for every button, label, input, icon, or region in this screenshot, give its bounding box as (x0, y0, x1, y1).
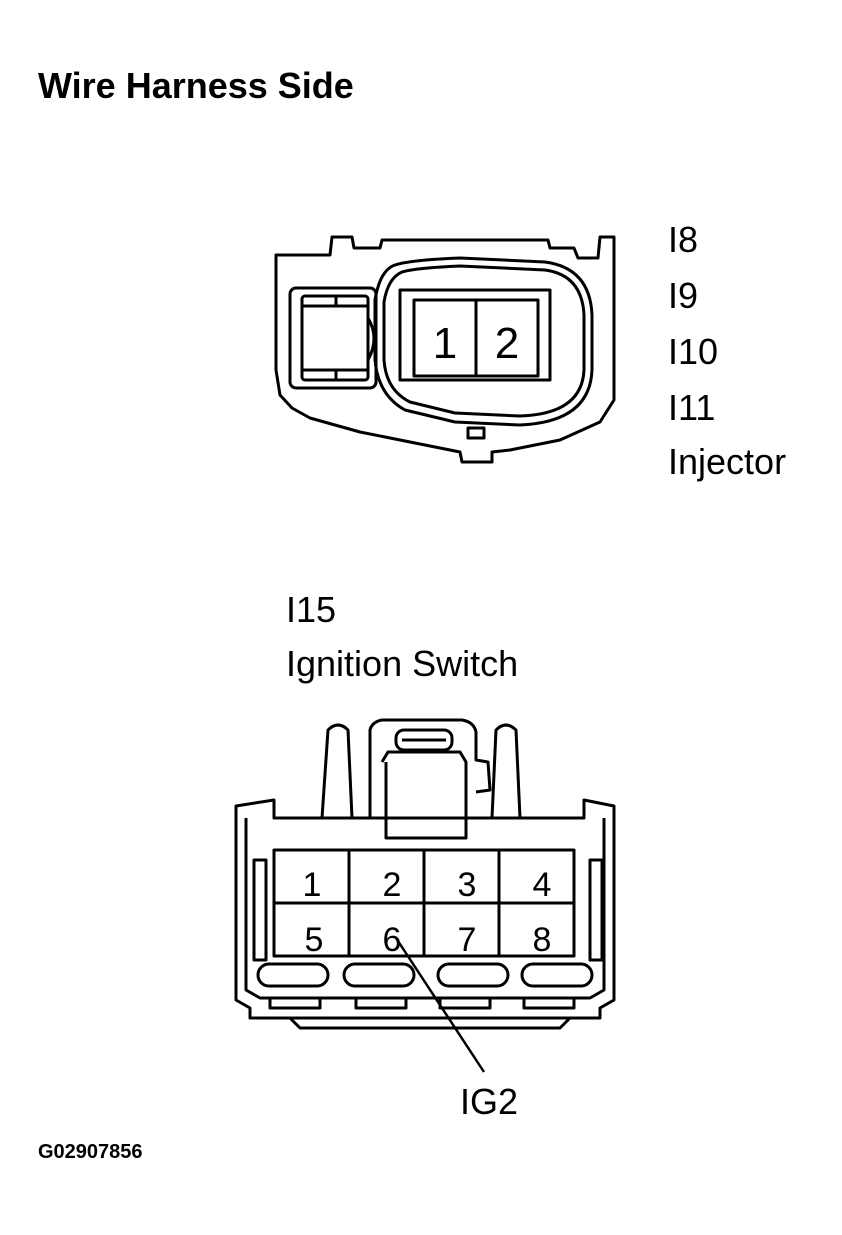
injector-pin-1: 1 (433, 319, 457, 368)
ignition-pin-3: 3 (458, 866, 477, 904)
ig2-leader-line (394, 937, 486, 1073)
ignition-pin-6: 6 (383, 921, 402, 959)
connector-code-i11: I11 (668, 387, 716, 428)
ignition-pin-8: 8 (533, 921, 552, 959)
ignition-pin-2: 2 (383, 866, 402, 904)
connector-code-i15: I15 (286, 589, 337, 630)
injector-pin-2: 2 (495, 319, 519, 368)
ignition-pin-7: 7 (458, 921, 477, 959)
connector-code-i9: I9 (668, 275, 699, 316)
injector-label: Injector (668, 441, 787, 482)
ignition-connector (234, 718, 616, 1073)
ignition-pin-5: 5 (305, 921, 324, 959)
ig2-callout-label: IG2 (460, 1081, 519, 1122)
page-title: Wire Harness Side (38, 65, 354, 106)
ignition-pin-4: 4 (533, 866, 552, 904)
ignition-pin-1: 1 (303, 866, 322, 904)
ignition-switch-label: Ignition Switch (286, 643, 519, 684)
figure-id: G02907856 (38, 1141, 143, 1163)
connector-code-i10: I10 (668, 331, 719, 372)
connector-code-i8: I8 (668, 219, 699, 260)
injector-connector (274, 235, 616, 464)
